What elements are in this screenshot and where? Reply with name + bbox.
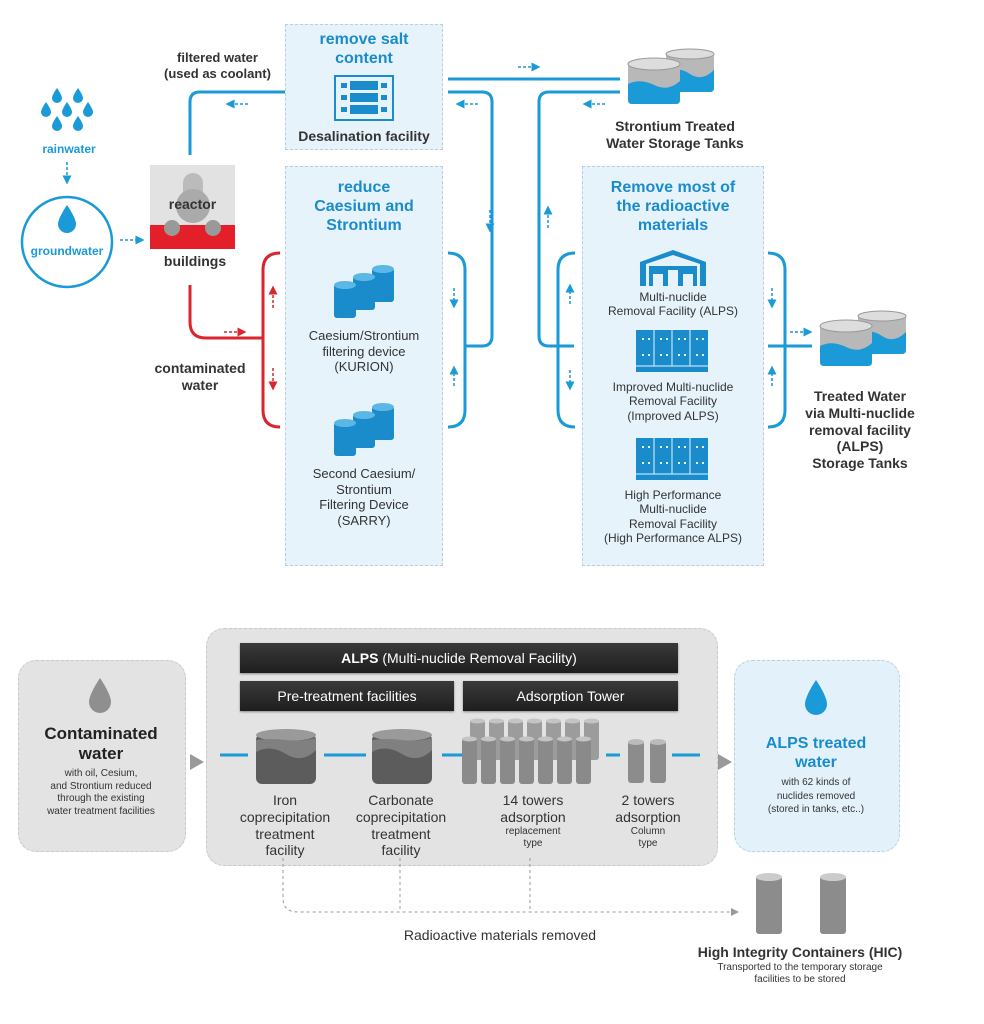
rain-icon [41,88,93,131]
water-drop-icon [58,205,76,233]
buildings-label: buildings [163,253,227,269]
adsorption-tower-front [557,736,572,784]
adsorption-tower-front [519,736,534,784]
desalination-heading: remove salt content [319,31,409,68]
alps-treated-title: ALPS treated water [765,735,867,772]
adsorption-header: Adsorption Tower [463,681,678,711]
flow-arrow-icon [718,754,732,770]
flow-arrow-icon [190,754,204,770]
strontium-tanks-icon [627,48,715,104]
fourteen-towers-icon [462,718,599,784]
pipe-network [20,62,813,429]
sarry-label: Second Caesium/ Strontium Filtering Devi… [312,466,416,528]
strontium-tanks-label: Strontium Treated Water Storage Tanks [606,118,744,151]
desalination-facility-icon [334,75,394,121]
filtered-water-label: filtered water (used as coolant) [164,50,271,81]
improved-alps-label: Improved Multi-nuclide Removal Facility … [612,380,734,423]
pipe-caesium-return [448,90,494,348]
sarry-cylinders-icon [334,403,394,456]
treated-water-tanks-icon [819,310,907,366]
contaminated-water-title: Contaminated water [44,724,158,764]
caesium-strontium-panel [285,166,443,566]
contaminated-water-pipe [188,285,262,340]
iron-tank-icon [256,729,316,784]
alps-header: ALPS (Multi-nuclide Removal Facility) [240,643,678,673]
improved-alps-icon [636,330,708,372]
adsorption-tower-front [500,736,515,784]
hic-containers-icon [756,873,846,934]
adsorption-tower-front [462,736,477,784]
high-performance-alps-icon [636,438,708,480]
adsorption-tower-front [576,736,591,784]
hic-desc: Transported to the temporary storage fac… [717,962,883,985]
hic-title: High Integrity Containers (HIC) [697,944,903,960]
alps-heading: Remove most of the radioactive materials [610,179,736,235]
reactor-label: reactor [168,196,217,212]
adsorption-tower-front [481,736,496,784]
caesium-bracket-right [447,251,467,429]
rainwater-label: rainwater [42,142,96,156]
caesium-heading: reduce Caesium and Strontium [314,179,414,235]
radioactive-removal-lines [282,858,739,916]
blue-water-drop-icon [805,680,827,715]
alps-bracket-right [767,251,787,429]
adsorption-tower-front [538,736,553,784]
groundwater-label: groundwater [30,244,104,258]
alps-treated-desc: with 62 kinds of nuclides removed (store… [767,777,865,815]
two-towers-icon [628,739,666,783]
reactor-building-icon [150,165,235,249]
pipe-alps-feed [537,90,620,348]
towers2-label: 2 towers adsorption Column type [615,792,681,849]
treated-tanks-label: Treated Water via Multi-nuclide removal … [805,388,915,472]
towers14-label: 14 towers adsorption replacement type [500,792,566,849]
alps-label: Multi-nuclide Removal Facility (ALPS) [607,290,739,319]
caesium-bracket-left [261,251,281,429]
alps-bracket-left [556,251,576,429]
alps-building-icon [640,250,706,286]
high-performance-alps-label: High Performance Multi-nuclide Removal F… [603,488,743,546]
contaminated-water-desc: with oil, Cesium, and Strontium reduced … [47,768,155,817]
carbonate-label: Carbonate coprecipitation treatment faci… [355,792,447,859]
filtered-water-pipe [188,90,285,155]
iron-label: Iron coprecipitation treatment facility [239,792,331,859]
carbonate-tank-icon [372,729,432,784]
contaminated-water-label: contaminated water [154,360,246,393]
pretreatment-header: Pre-treatment facilities [240,681,454,711]
desalination-facility-label: Desalination facility [298,128,430,144]
groundwater-circle [20,195,114,289]
process-line [220,753,700,757]
kurion-label: Caesium/Strontium filtering device (KURI… [308,328,420,375]
kurion-cylinders-icon [334,265,394,318]
grey-water-drop-icon [89,678,111,713]
radioactive-removed-label: Radioactive materials removed [403,927,597,943]
